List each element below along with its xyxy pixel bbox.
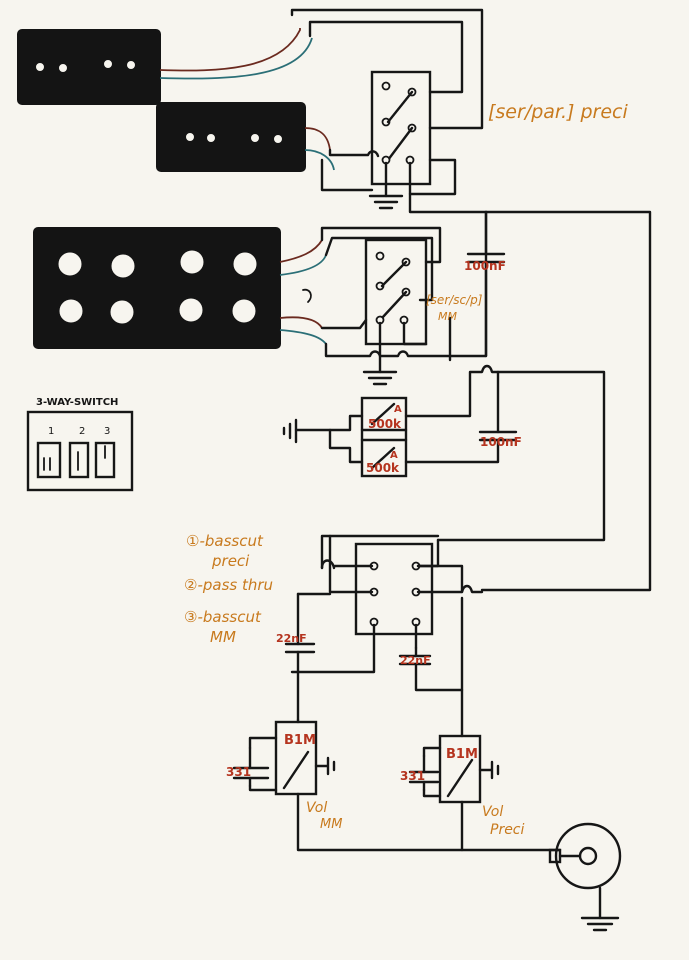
label-mm-switch: MM bbox=[438, 310, 457, 323]
volume-pot-mm bbox=[232, 718, 562, 852]
label-pot-a-marker-2: A bbox=[390, 450, 398, 461]
label-vol-preci-line-2: Preci bbox=[490, 822, 525, 838]
label-cap-100nf-top: 100nF bbox=[464, 259, 506, 273]
label-cap-22nf-right: 22nF bbox=[400, 654, 431, 667]
legend-1-line-1: ①-basscut bbox=[186, 532, 264, 550]
label-pot-500k-a: 500k bbox=[368, 417, 402, 431]
label-switch-pos-1: 1 bbox=[48, 426, 54, 437]
pickup-leads bbox=[159, 28, 335, 345]
mm-pickup bbox=[33, 227, 281, 349]
legend-3-line-1: ③-basscut bbox=[184, 608, 262, 626]
label-pot-b1m-right: B1M bbox=[446, 747, 478, 762]
legend-2: ②-pass thru bbox=[184, 576, 273, 594]
legend-3-line-2: MM bbox=[210, 628, 236, 646]
label-vol-mm-line-2: MM bbox=[320, 817, 342, 832]
tone-pot-500k-dual bbox=[282, 364, 606, 542]
label-pot-a-marker-1: A bbox=[394, 404, 402, 415]
volume-pot-preci bbox=[408, 688, 500, 852]
legend-1-line-2: preci bbox=[211, 552, 250, 570]
label-cap-22nf-left: 22nF bbox=[276, 632, 307, 645]
switch-ser-par-preci bbox=[290, 8, 652, 592]
label-vol-preci-line-1: Vol bbox=[482, 804, 503, 820]
label-cap-100nf-mid: 100nF bbox=[480, 435, 522, 449]
label-switch-title: 3-WAY-SWITCH bbox=[36, 397, 118, 408]
rotary-basscut-switch bbox=[284, 534, 484, 722]
switch-ser-sc-p-mm bbox=[320, 210, 506, 386]
label-vol-mm-line-1: Vol bbox=[306, 800, 327, 816]
three-way-switch-inset bbox=[26, 410, 134, 492]
label-res-331-right: 331 bbox=[400, 769, 425, 783]
label-ser-sc-p: [ser/sc/p] bbox=[426, 293, 483, 307]
label-switch-pos-2: 2 bbox=[79, 426, 85, 437]
output-jack bbox=[548, 822, 622, 932]
label-switch-pos-3: 3 bbox=[104, 426, 110, 437]
label-res-331-left: 331 bbox=[226, 765, 251, 779]
preci-pickup-lower bbox=[156, 102, 306, 172]
label-ser-par-preci: [ser/par.] preci bbox=[488, 101, 628, 123]
label-pot-500k-b: 500k bbox=[366, 461, 400, 475]
label-pot-b1m-left: B1M bbox=[284, 733, 316, 748]
preci-pickup-upper bbox=[17, 29, 161, 105]
